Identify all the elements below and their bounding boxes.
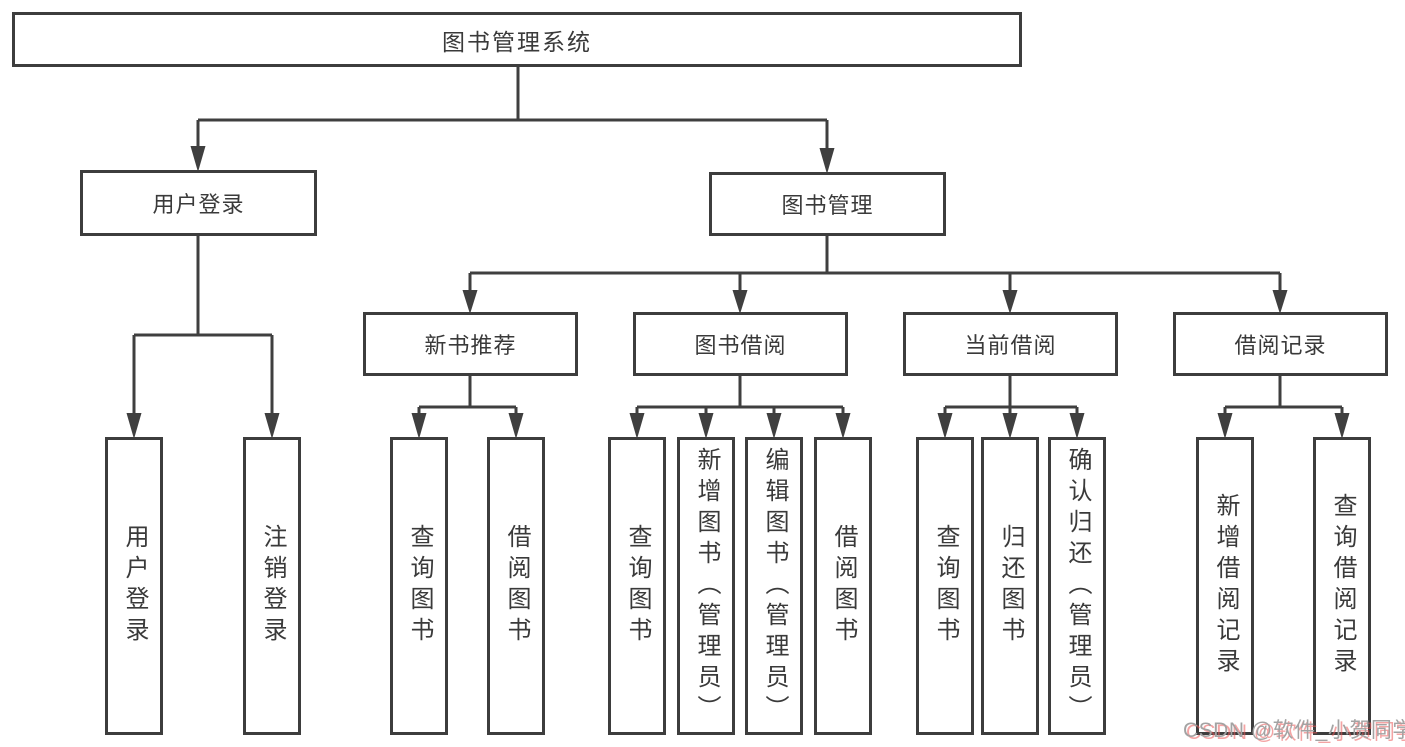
leaf-confirm-return-admin: 确认归还（管理员） bbox=[1048, 437, 1106, 735]
leaf-borrow-books: 借阅图书 bbox=[814, 437, 872, 735]
leaf-borrow-books-recommend: 借阅图书 bbox=[487, 437, 545, 735]
leaf-query-books-borrow: 查询图书 bbox=[608, 437, 666, 735]
csdn-watermark: CSDN @软件_小贺同学 bbox=[1183, 719, 1405, 742]
leaf-add-books-admin: 新增图书（管理员） bbox=[677, 437, 735, 735]
leaf-user-login: 用户登录 bbox=[105, 437, 163, 735]
node-user-login: 用户登录 bbox=[80, 170, 317, 236]
arrowhead-icons bbox=[126, 146, 1350, 439]
node-new-book-recommend: 新书推荐 bbox=[363, 312, 578, 376]
leaf-add-borrow-record: 新增借阅记录 bbox=[1196, 437, 1254, 735]
leaf-query-books-recommend: 查询图书 bbox=[390, 437, 448, 735]
leaf-query-books-current: 查询图书 bbox=[916, 437, 974, 735]
node-current-borrow: 当前借阅 bbox=[903, 312, 1118, 376]
node-borrow-record: 借阅记录 bbox=[1173, 312, 1388, 376]
node-book-borrow: 图书借阅 bbox=[633, 312, 848, 376]
node-library-management-system: 图书管理系统 bbox=[12, 12, 1022, 67]
node-book-management: 图书管理 bbox=[709, 172, 946, 236]
leaf-logout: 注销登录 bbox=[243, 437, 301, 735]
leaf-return-books: 归还图书 bbox=[981, 437, 1039, 735]
leaf-query-borrow-record: 查询借阅记录 bbox=[1313, 437, 1371, 735]
leaf-edit-books-admin: 编辑图书（管理员） bbox=[745, 437, 803, 735]
